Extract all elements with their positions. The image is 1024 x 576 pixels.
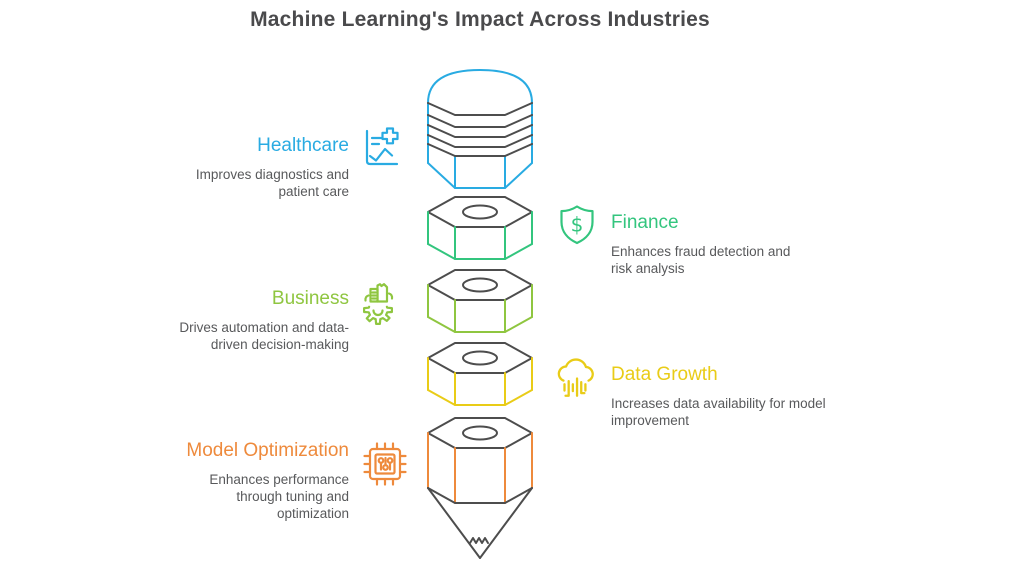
- pencil-disc-business-top: [427, 269, 533, 301]
- pencil-disc-data-growth-top: [427, 342, 533, 374]
- section-description: Drives automation and data-driven decisi…: [179, 320, 349, 352]
- pencil-diagram: [427, 69, 533, 559]
- pencil-segment-model-optimization-top: [427, 417, 533, 449]
- pencil-ferrule: [427, 102, 533, 157]
- page-title: Machine Learning's Impact Across Industr…: [250, 8, 710, 31]
- pencil-disc-data-growth: [427, 357, 533, 406]
- section-title: Healthcare: [257, 135, 349, 156]
- gear-document-icon: [363, 283, 394, 325]
- section-title: Finance: [611, 212, 679, 233]
- pencil-disc-finance: [427, 211, 533, 260]
- medical-report-chart-icon: [365, 127, 399, 166]
- section-title: Business: [271, 288, 349, 309]
- dollar-glyph: $: [571, 213, 584, 237]
- cloud-data-icon: [557, 358, 594, 397]
- pencil-eraser-cap: [427, 69, 533, 104]
- section-description: Increases data availability for model im…: [611, 396, 826, 428]
- section-description: Enhances performance through tuning and …: [209, 472, 349, 521]
- section-description: Improves diagnostics and patient care: [195, 167, 349, 199]
- section-description: Enhances fraud detection and risk analys…: [611, 244, 791, 276]
- section-title: Model Optimization: [186, 440, 349, 461]
- shield-dollar-icon: $: [560, 205, 594, 245]
- pencil-disc-finance-top: [427, 196, 533, 228]
- pencil-disc-business: [427, 284, 533, 333]
- section-title: Data Growth: [611, 364, 718, 385]
- pencil-tip: [427, 487, 533, 559]
- pencil-segment-model-optimization: [427, 432, 533, 504]
- chip-icon: [363, 442, 407, 486]
- pencil-segment-healthcare: [427, 69, 533, 189]
